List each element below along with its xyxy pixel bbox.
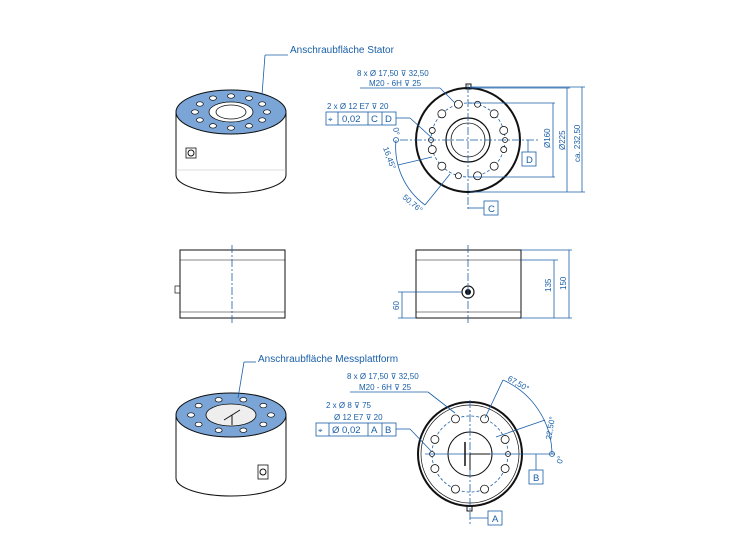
mounting-hole [227, 93, 235, 99]
label-platform-surface: Anschraubfläche Messplattform [258, 354, 398, 365]
mounting-hole [430, 464, 440, 473]
iso-view-platform: Anschraubfläche Messplattform [175, 354, 398, 497]
dim-135: 135 [544, 278, 553, 292]
mounting-hole [500, 464, 510, 473]
mounting-hole [480, 484, 489, 494]
mounting-hole [263, 109, 271, 115]
mounting-hole [227, 125, 235, 131]
pin-spec-1: 2 x Ø 8 ⊽ 75 [326, 401, 372, 410]
mounting-hole [187, 412, 195, 418]
pin-spec: 2 x Ø 12 E7 ⊽ 20 [327, 102, 389, 111]
mounting-hole [437, 109, 447, 119]
mounting-hole [191, 109, 199, 115]
mounting-hole [474, 100, 481, 108]
mounting-hole [427, 145, 437, 154]
tolerance-value: Ø 0,02 [332, 425, 361, 436]
mounting-hole [239, 397, 248, 403]
angle-22-50: 22,50° [544, 416, 557, 440]
mounting-hole [259, 421, 268, 427]
angle-0: 0° [391, 127, 401, 136]
dim-150: 150 [559, 276, 568, 290]
dim-60: 60 [392, 301, 401, 310]
mounting-hole [454, 99, 463, 109]
datum-d-box [521, 151, 537, 167]
datum-b-box [528, 469, 544, 485]
datum-a: A [492, 514, 499, 525]
plan-view-platform: A B 67,50° 22,50° 0° 8 x Ø 17,50 ⊽ 32,50… [315, 372, 565, 526]
mounting-hole [259, 403, 268, 409]
datum-c-box [483, 200, 499, 216]
iso-view-stator: Anschraubfläche Stator [175, 45, 395, 194]
tolerance-datum-2: B [385, 425, 391, 436]
angle-67-50: 67,50° [506, 374, 531, 393]
mounting-hole [239, 427, 248, 433]
datum-b: B [533, 473, 539, 484]
label-stator-surface: Anschraubfläche Stator [290, 45, 395, 56]
holes-spec: 8 x Ø 17,50 ⊽ 32,50 [357, 69, 429, 78]
mounting-hole [428, 127, 436, 134]
mounting-hole [455, 172, 462, 180]
mounting-hole [489, 161, 499, 171]
mounting-hole [267, 412, 275, 418]
tolerance-datum-1: C [371, 114, 378, 125]
mounting-hole [500, 146, 508, 153]
mounting-hole [194, 403, 203, 409]
mounting-hole [194, 421, 203, 427]
angle-0: 0° [555, 455, 565, 464]
tolerance-datum-2: D [385, 114, 392, 125]
angle-16-45: 16,45° [381, 146, 397, 171]
side-view-right: 60 135 150 [392, 245, 572, 325]
mounting-hole [451, 414, 460, 424]
side-view-left [174, 245, 286, 325]
datum-c: C [488, 204, 495, 215]
plan-view-stator: Ø160 Ø225 ca. 232,50 D C 8 x Ø 17,50 ⊽ 3… [325, 69, 585, 216]
mounting-hole [430, 435, 440, 444]
mounting-hole [209, 95, 217, 101]
angle-50-76: 50,76° [401, 193, 425, 215]
mounting-hole [245, 123, 253, 129]
dim-232-50: ca. 232,50 [573, 124, 582, 162]
tolerance-frame: ⌖ Ø 0,02 A B [315, 422, 397, 437]
holes-spec: 8 x Ø 17,50 ⊽ 32,50 [347, 372, 419, 381]
datum-a-box [487, 510, 503, 526]
mounting-hole [473, 171, 482, 181]
mounting-hole [500, 435, 510, 444]
mounting-hole [480, 414, 489, 424]
mounting-hole [499, 126, 509, 135]
pin-spec-2: Ø 12 E7 ⊽ 20 [334, 413, 383, 422]
position-tolerance-icon: ⌖ [318, 426, 323, 435]
thread-spec: M20 - 6H ⊽ 25 [359, 383, 412, 392]
dim-diameter-225: Ø225 [558, 130, 567, 150]
mounting-hole [195, 117, 204, 123]
mounting-hole [451, 484, 460, 494]
datum-d: D [526, 155, 533, 166]
mounting-hole [195, 101, 204, 107]
mounting-hole [437, 161, 447, 171]
tolerance-frame: ⌖ 0,02 C D [325, 111, 397, 126]
mounting-hole [258, 117, 267, 123]
dim-diameter-160: Ø160 [543, 128, 552, 148]
mounting-hole [209, 123, 217, 129]
mounting-hole [245, 95, 253, 101]
tolerance-datum-1: A [371, 425, 378, 436]
position-tolerance-icon: ⌖ [328, 115, 333, 124]
mounting-hole [214, 397, 223, 403]
thread-spec: M20 - 6H ⊽ 25 [369, 79, 422, 88]
tolerance-value: 0,02 [342, 114, 361, 125]
mounting-hole [214, 427, 223, 433]
mounting-hole [489, 109, 499, 119]
mounting-hole [258, 101, 267, 107]
